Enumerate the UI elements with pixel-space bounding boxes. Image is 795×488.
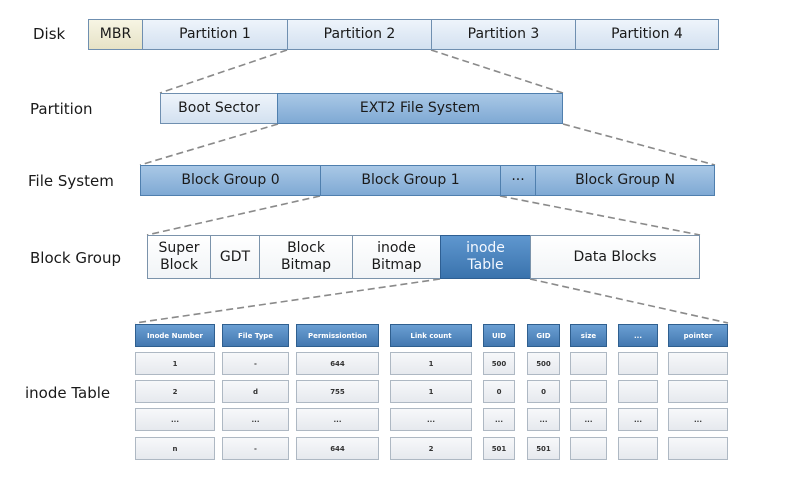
table-cell — [668, 380, 728, 403]
block-bitmap-box: Block Bitmap — [259, 235, 353, 279]
table-cell: ... — [483, 408, 515, 431]
row-label-inode-table: inode Table — [25, 384, 111, 402]
table-cell: 501 — [527, 437, 560, 460]
inode-bitmap-line2: Bitmap — [371, 257, 422, 273]
mbr-box: MBR — [88, 19, 143, 50]
table-cell: ... — [390, 408, 472, 431]
gdt-box: GDT — [210, 235, 260, 279]
inode-table-line2: Table — [467, 257, 504, 273]
super-block-line1: Super — [158, 240, 200, 256]
table-cell: ... — [668, 408, 728, 431]
table-cell: d — [222, 380, 289, 403]
block-group-1-box: Block Group 1 — [320, 165, 501, 196]
table-cell: 1 — [135, 352, 215, 375]
block-bitmap-line2: Bitmap — [280, 257, 332, 273]
row-label-disk: Disk — [33, 25, 66, 43]
table-header-cell: UID — [483, 324, 515, 347]
table-cell — [570, 352, 607, 375]
table-cell — [570, 380, 607, 403]
inode-bitmap-line1: inode — [377, 240, 416, 256]
table-cell: 1 — [390, 380, 472, 403]
table-header-cell: size — [570, 324, 607, 347]
table-cell: 500 — [483, 352, 515, 375]
table-cell: 2 — [390, 437, 472, 460]
table-cell: 755 — [296, 380, 379, 403]
table-cell: ... — [222, 408, 289, 431]
table-cell: 1 — [390, 352, 472, 375]
block-group-0-box: Block Group 0 — [140, 165, 321, 196]
data-blocks-box: Data Blocks — [530, 235, 700, 279]
table-header-cell: pointer — [668, 324, 728, 347]
inode-table-line1: inode — [466, 240, 505, 256]
super-block-box: Super Block — [147, 235, 211, 279]
table-cell: 0 — [527, 380, 560, 403]
super-block-line2: Block — [160, 257, 198, 273]
table-cell: ... — [527, 408, 560, 431]
table-cell: ... — [135, 408, 215, 431]
ellipsis-box: ··· — [500, 165, 536, 196]
boot-sector-box: Boot Sector — [160, 93, 278, 124]
partition-4-box: Partition 4 — [575, 19, 719, 50]
partition-3-box: Partition 3 — [431, 19, 576, 50]
table-cell: 501 — [483, 437, 515, 460]
table-cell: - — [222, 352, 289, 375]
row-label-file-system: File System — [28, 172, 114, 190]
table-cell — [668, 437, 728, 460]
table-cell — [618, 380, 658, 403]
table-cell: ... — [618, 408, 658, 431]
table-cell — [668, 352, 728, 375]
table-header-cell: Inode Number — [135, 324, 215, 347]
table-cell: ... — [570, 408, 607, 431]
row-label-partition: Partition — [30, 100, 93, 118]
ext2-file-system-box: EXT2 File System — [277, 93, 563, 124]
table-cell: 500 — [527, 352, 560, 375]
table-cell: - — [222, 437, 289, 460]
table-cell: 644 — [296, 437, 379, 460]
table-cell — [618, 352, 658, 375]
row-label-block-group: Block Group — [30, 249, 122, 267]
table-cell: 644 — [296, 352, 379, 375]
inode-bitmap-box: inode Bitmap — [352, 235, 441, 279]
table-cell: 2 — [135, 380, 215, 403]
table-header-cell: Link count — [390, 324, 472, 347]
table-cell — [618, 437, 658, 460]
table-cell: ... — [296, 408, 379, 431]
table-header-cell: GID — [527, 324, 560, 347]
block-bitmap-line1: Block — [287, 240, 325, 256]
partition-2-box: Partition 2 — [287, 19, 432, 50]
block-group-n-box: Block Group N — [535, 165, 715, 196]
table-cell: n — [135, 437, 215, 460]
table-header-cell: ... — [618, 324, 658, 347]
partition-1-box: Partition 1 — [142, 19, 288, 50]
table-cell: 0 — [483, 380, 515, 403]
table-cell — [570, 437, 607, 460]
inode-table-box: inode Table — [440, 235, 531, 279]
table-header-cell: Permissiontion — [296, 324, 379, 347]
table-header-cell: File Type — [222, 324, 289, 347]
